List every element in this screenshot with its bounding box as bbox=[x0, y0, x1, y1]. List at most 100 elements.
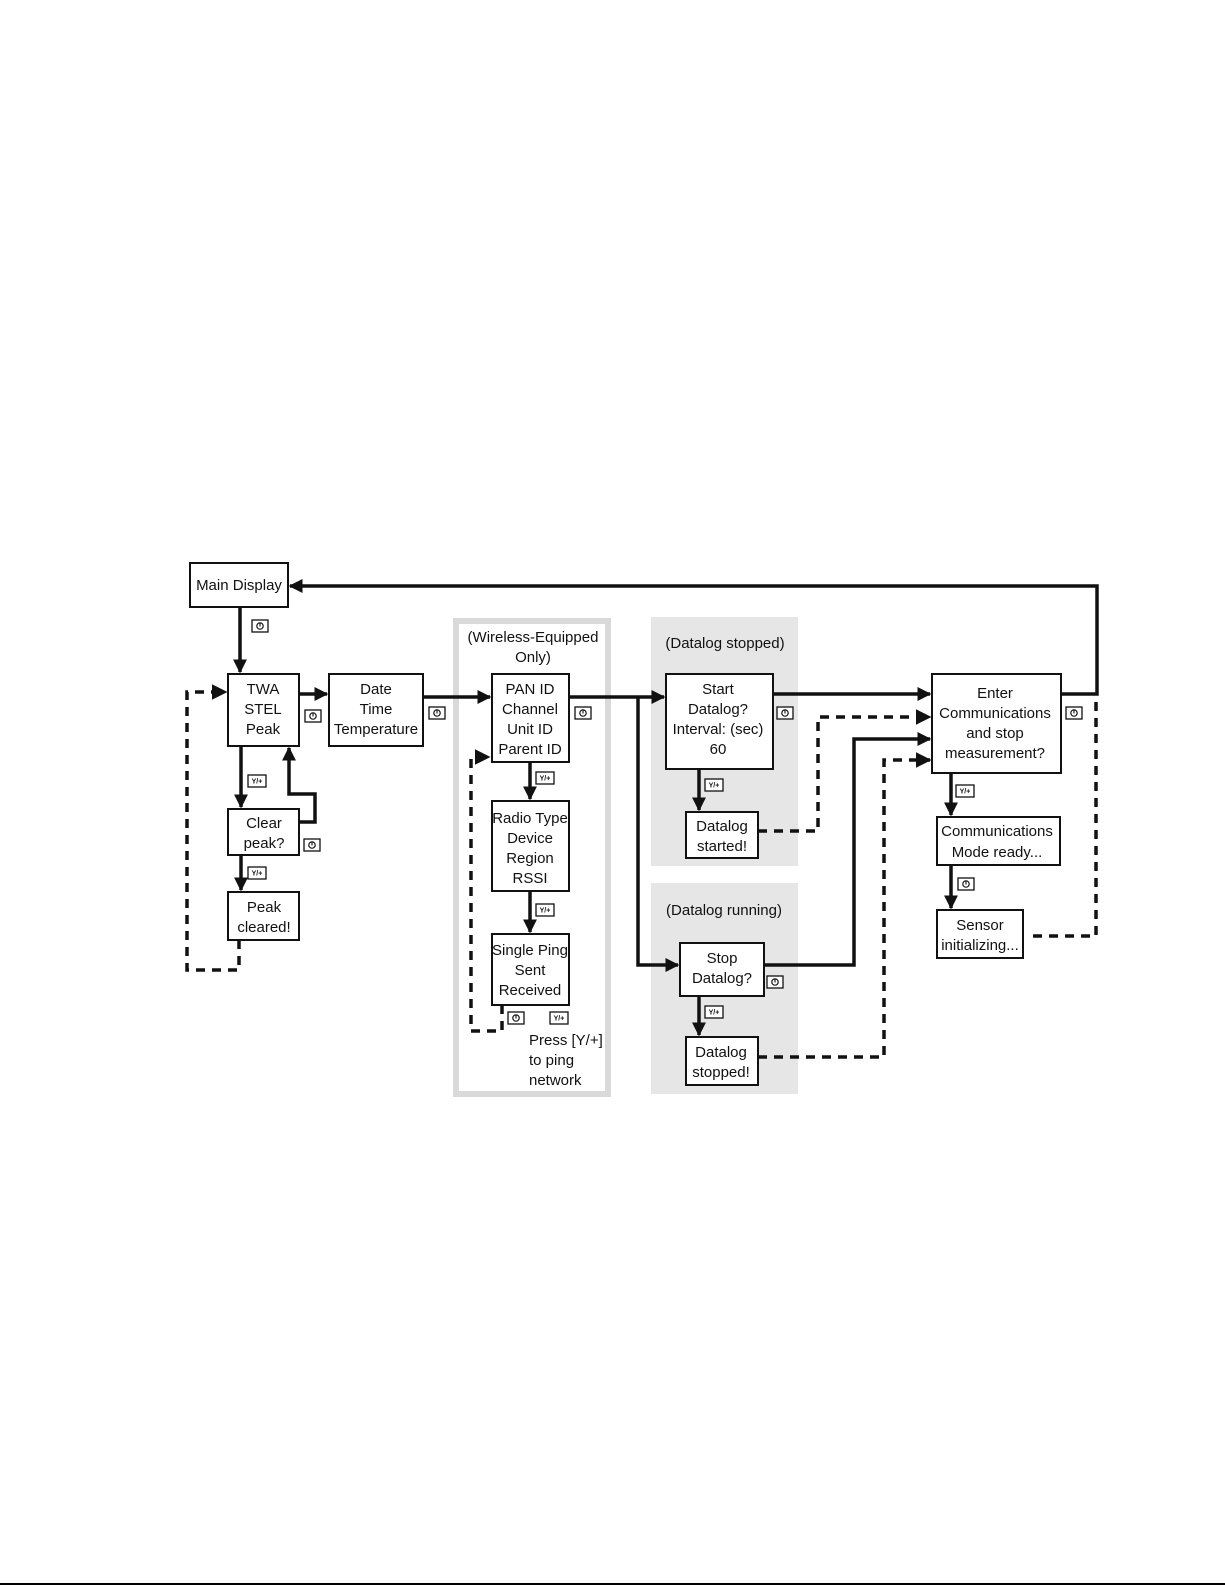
yes-plus-key-label: Y/+ bbox=[540, 908, 551, 915]
svg-text:Peak: Peak bbox=[247, 899, 282, 916]
svg-text:Communications: Communications bbox=[941, 823, 1053, 840]
svg-text:to ping: to ping bbox=[529, 1052, 574, 1069]
yes-plus-button-icon: Y/+ bbox=[955, 784, 975, 798]
node-pan-id: PAN ID Channel Unit ID Parent ID bbox=[491, 673, 570, 763]
yes-plus-button-icon: Y/+ bbox=[247, 774, 267, 788]
svg-text:network: network bbox=[529, 1072, 582, 1089]
yes-plus-button-icon: Y/+ bbox=[535, 903, 555, 917]
ping-hint-note: Press [Y/+] to ping network bbox=[529, 1032, 603, 1089]
yes-plus-button-icon: Y/+ bbox=[535, 771, 555, 785]
mode-button-icons bbox=[251, 619, 1083, 1025]
svg-text:Received: Received bbox=[499, 982, 562, 999]
node-enter-communications: Enter Communications and stop measuremen… bbox=[931, 673, 1062, 774]
peak-cleared-return-arrow bbox=[185, 684, 241, 972]
node-clear-peak: Clear peak? bbox=[227, 808, 300, 856]
svg-text:Press [Y/+]: Press [Y/+] bbox=[529, 1032, 603, 1049]
svg-text:Mode ready...: Mode ready... bbox=[952, 844, 1043, 861]
yes-plus-key-label: Y/+ bbox=[252, 779, 263, 786]
svg-text:Sensor: Sensor bbox=[956, 917, 1004, 934]
svg-text:Temperature: Temperature bbox=[334, 721, 418, 738]
node-datalog-stopped: Datalog stopped! bbox=[685, 1036, 759, 1086]
mode-button-icon bbox=[428, 706, 446, 720]
svg-text:Start: Start bbox=[702, 681, 735, 698]
svg-text:Communications: Communications bbox=[939, 705, 1051, 722]
svg-text:peak?: peak? bbox=[244, 835, 285, 852]
yes-plus-key-label: Y/+ bbox=[554, 1016, 565, 1023]
svg-text:initializing...: initializing... bbox=[941, 937, 1019, 954]
ping-return-arrow bbox=[469, 749, 504, 1033]
started-to-enter-arrow bbox=[758, 709, 932, 833]
node-communications-mode-ready: Communications Mode ready... bbox=[936, 816, 1061, 866]
svg-text:Radio Type: Radio Type bbox=[492, 810, 568, 827]
svg-text:Datalog: Datalog bbox=[696, 818, 748, 835]
svg-text:(Wireless-Equipped: (Wireless-Equipped bbox=[468, 629, 599, 646]
svg-text:60: 60 bbox=[710, 741, 727, 758]
yes-plus-key-label: Y/+ bbox=[540, 776, 551, 783]
svg-text:Main Display: Main Display bbox=[196, 577, 282, 594]
svg-text:Unit ID: Unit ID bbox=[507, 721, 553, 738]
svg-text:Sent: Sent bbox=[515, 962, 547, 979]
svg-text:STEL: STEL bbox=[244, 701, 282, 718]
svg-text:Parent ID: Parent ID bbox=[498, 741, 562, 758]
svg-text:stopped!: stopped! bbox=[692, 1064, 750, 1081]
mode-button-icon bbox=[1065, 706, 1083, 720]
node-main-display: Main Display bbox=[189, 562, 289, 608]
svg-text:PAN ID: PAN ID bbox=[506, 681, 555, 698]
stop-to-enter-arrow bbox=[764, 732, 932, 967]
enter-to-main-arrow bbox=[288, 579, 1099, 696]
svg-text:Device: Device bbox=[507, 830, 553, 847]
wireless-group-title: (Wireless-Equipped Only) bbox=[468, 629, 599, 666]
svg-text:Channel: Channel bbox=[502, 701, 558, 718]
node-twa-stel-peak: TWA STEL Peak bbox=[227, 673, 300, 747]
branch-to-stop-arrow bbox=[636, 697, 680, 972]
mode-button-icon bbox=[776, 706, 794, 720]
svg-text:TWA: TWA bbox=[247, 681, 280, 698]
svg-text:cleared!: cleared! bbox=[237, 919, 290, 936]
dashed-connectors bbox=[185, 684, 1098, 1059]
yes-plus-button-icon: Y/+ bbox=[704, 1005, 724, 1019]
svg-text:Clear: Clear bbox=[246, 815, 282, 832]
yes-plus-button-icon: Y/+ bbox=[549, 1011, 569, 1025]
svg-text:Region: Region bbox=[506, 850, 554, 867]
svg-text:measurement?: measurement? bbox=[945, 745, 1045, 762]
sensor-return-arrow bbox=[1033, 694, 1098, 938]
svg-text:Time: Time bbox=[360, 701, 393, 718]
mode-button-icon bbox=[303, 838, 321, 852]
svg-text:Datalog?: Datalog? bbox=[688, 701, 748, 718]
svg-text:Enter: Enter bbox=[977, 685, 1013, 702]
svg-text:Single Ping: Single Ping bbox=[492, 942, 568, 959]
datalog-stopped-group-title: (Datalog stopped) bbox=[665, 635, 784, 652]
node-single-ping: Single Ping Sent Received bbox=[491, 933, 570, 1006]
stopped-to-enter-arrow bbox=[758, 752, 932, 1059]
svg-text:Only): Only) bbox=[515, 649, 551, 666]
mode-button-icon bbox=[574, 706, 592, 720]
svg-text:Stop: Stop bbox=[707, 950, 738, 967]
svg-text:and stop: and stop bbox=[966, 725, 1024, 742]
yes-plus-key-label: Y/+ bbox=[252, 871, 263, 878]
node-stop-datalog: Stop Datalog? bbox=[679, 942, 765, 997]
mode-button-icon bbox=[957, 877, 975, 891]
node-radio-type: Radio Type Device Region RSSI bbox=[491, 800, 570, 892]
yes-plus-button-icon: Y/+ bbox=[704, 778, 724, 792]
yes-plus-key-label: Y/+ bbox=[709, 783, 720, 790]
yes-plus-key-label: Y/+ bbox=[960, 789, 971, 796]
node-datalog-started: Datalog started! bbox=[685, 811, 759, 859]
svg-text:Interval: (sec): Interval: (sec) bbox=[673, 721, 764, 738]
svg-text:Peak: Peak bbox=[246, 721, 281, 738]
mode-button-icon bbox=[251, 619, 269, 633]
page-bottom-rule bbox=[0, 1583, 1225, 1585]
yes-button-icons: Y/+ Y/+ Y/+ Y/+ Y/+ Y/+ Y/+ Y/+ bbox=[247, 771, 975, 1025]
yes-plus-key-label: Y/+ bbox=[709, 1010, 720, 1017]
svg-text:Datalog?: Datalog? bbox=[692, 970, 752, 987]
svg-text:Date: Date bbox=[360, 681, 392, 698]
mode-button-icon bbox=[766, 975, 784, 989]
svg-text:RSSI: RSSI bbox=[512, 870, 547, 887]
mode-button-icon bbox=[304, 709, 322, 723]
svg-text:Datalog: Datalog bbox=[695, 1044, 747, 1061]
solid-connectors bbox=[233, 579, 1099, 1037]
node-peak-cleared: Peak cleared! bbox=[227, 891, 300, 941]
node-start-datalog: Start Datalog? Interval: (sec) 60 bbox=[665, 673, 774, 770]
node-sensor-initializing: Sensor initializing... bbox=[936, 909, 1024, 959]
datalog-running-group-title: (Datalog running) bbox=[666, 902, 782, 919]
